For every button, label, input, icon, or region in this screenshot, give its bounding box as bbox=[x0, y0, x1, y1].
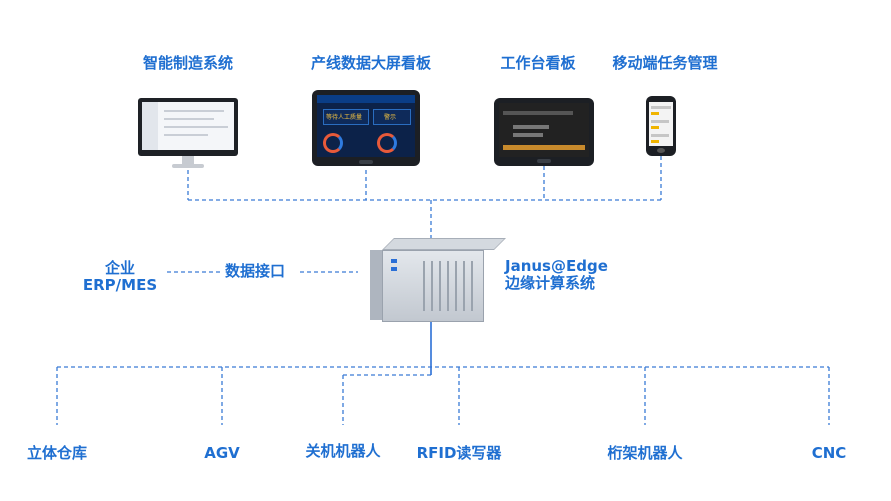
workbench-dashboard-label: 工作台看板 bbox=[500, 54, 576, 72]
enterprise-line2: ERP/MES bbox=[82, 276, 158, 295]
rfid-reader-label: RFID读写器 bbox=[416, 444, 502, 462]
mobile-task-label: 移动端任务管理 bbox=[612, 54, 718, 72]
workbench-tablet-icon bbox=[494, 98, 594, 166]
gantry-robot-label: 桁架机器人 bbox=[607, 444, 683, 462]
panel-label-warning: 警示 bbox=[384, 114, 397, 121]
agv-label: AGV bbox=[204, 444, 240, 462]
desktop-monitor-icon bbox=[138, 98, 238, 170]
production-dashboard-label: 产线数据大屏看板 bbox=[310, 54, 432, 72]
mobile-phone-icon bbox=[646, 96, 676, 156]
smart-manufacturing-label: 智能制造系统 bbox=[142, 54, 234, 72]
edge-server-icon bbox=[370, 238, 506, 322]
joint-robot-label: 关机机器人 bbox=[305, 442, 381, 460]
panel-label-quality: 等待人工质量 bbox=[326, 114, 363, 121]
edge-system-label: Janus@Edge 边缘计算系统 bbox=[505, 257, 608, 293]
warehouse-label: 立体仓库 bbox=[26, 444, 88, 462]
enterprise-label: 企业 ERP/MES bbox=[82, 259, 158, 295]
edge-line2: 边缘计算系统 bbox=[505, 274, 596, 293]
data-interface-label: 数据接口 bbox=[225, 262, 286, 280]
cnc-label: CNC bbox=[811, 444, 847, 462]
dashboard-tablet-icon: 等待人工质量 警示 bbox=[312, 90, 420, 166]
edge-line1: Janus@Edge bbox=[505, 257, 608, 275]
enterprise-line1: 企业 bbox=[104, 259, 135, 277]
